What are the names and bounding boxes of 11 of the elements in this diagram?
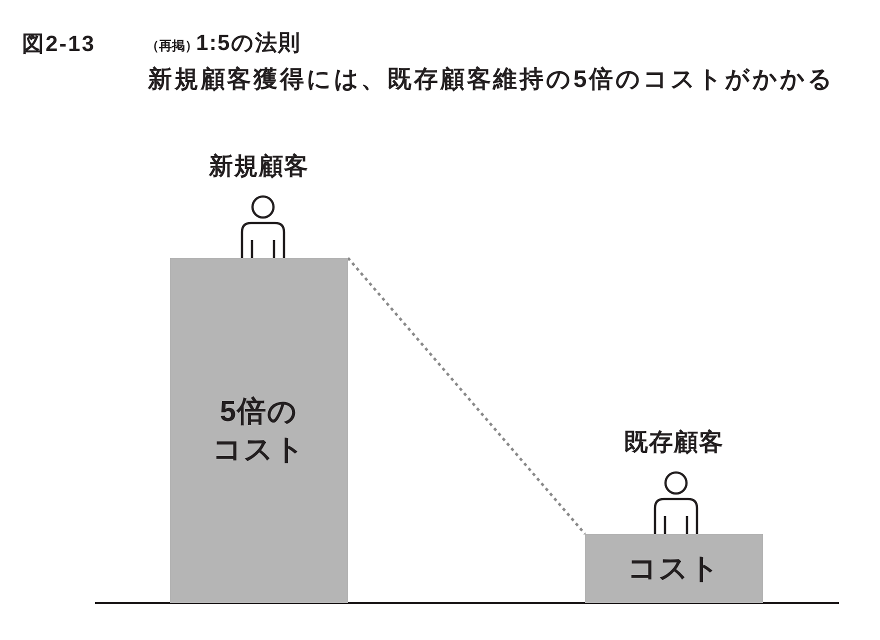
group-heading: 既存顧客: [623, 428, 725, 458]
bar-label: コスト: [628, 552, 720, 586]
dotted-line: [347, 257, 586, 535]
title-text: 1:5の法則: [196, 29, 301, 57]
bar-label: 5倍のコスト: [212, 394, 306, 468]
figure-number: 図2-13: [22, 30, 96, 58]
note-text: （再掲）: [146, 38, 198, 55]
subtitle-text: 新規顧客獲得には、既存顧客維持の5倍のコストがかかる: [148, 65, 835, 95]
group-heading: 新規顧客: [208, 152, 310, 182]
cost-bar: [170, 258, 348, 603]
cost-bar: [585, 534, 763, 603]
